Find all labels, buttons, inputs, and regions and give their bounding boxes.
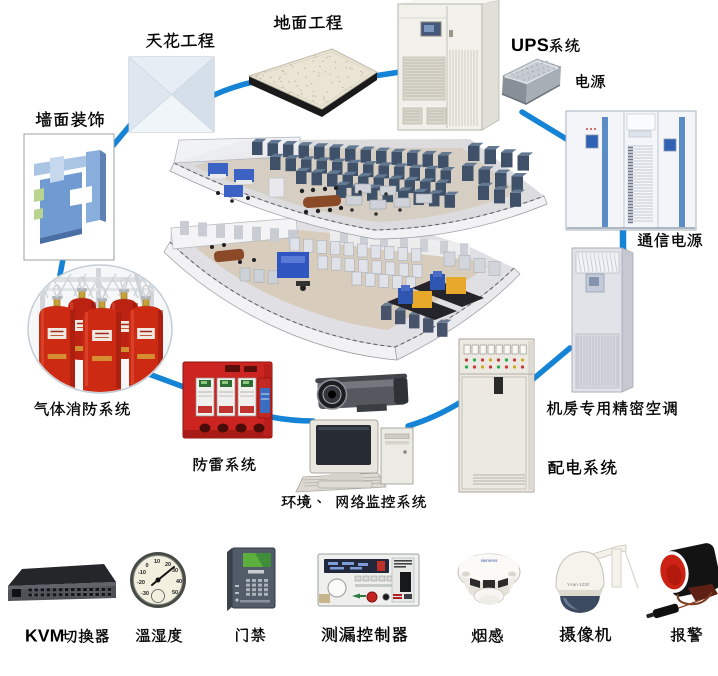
svg-text:YAan-1230: YAan-1230 <box>567 582 590 587</box>
svg-text:40: 40 <box>176 579 182 585</box>
svg-text:20: 20 <box>165 562 171 568</box>
svg-text:-20: -20 <box>137 580 145 586</box>
svg-text:-10: -10 <box>138 570 146 576</box>
svg-text:-30: -30 <box>141 591 149 597</box>
svg-text:0: 0 <box>145 563 148 569</box>
svg-text:siemens: siemens <box>481 558 499 563</box>
svg-text:50: 50 <box>172 590 178 596</box>
svg-text:30: 30 <box>172 568 178 574</box>
svg-text:10: 10 <box>154 559 160 565</box>
